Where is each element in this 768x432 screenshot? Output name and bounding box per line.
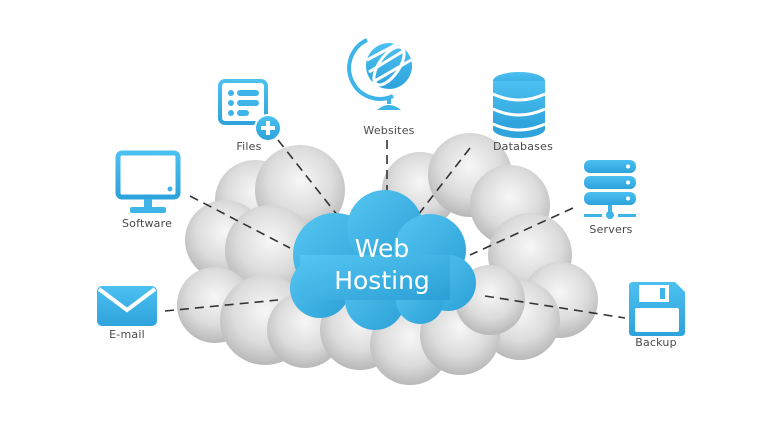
gray-cloud-cluster: [177, 133, 598, 385]
web-hosting-cloud: [290, 190, 476, 330]
connector-servers: [469, 207, 574, 256]
globe-icon[interactable]: [347, 38, 412, 110]
web-hosting-title: Web Hosting: [292, 233, 472, 297]
connector-backup: [484, 295, 626, 319]
node-label-websites: Websites: [363, 124, 415, 137]
connector-email: [164, 299, 279, 312]
node-label-servers: Servers: [589, 223, 633, 236]
connector-software: [189, 195, 291, 249]
node-label-email: E-mail: [109, 328, 145, 341]
node-label-files: Files: [236, 140, 262, 153]
floppy-disk-icon[interactable]: [629, 282, 685, 336]
node-label-backup: Backup: [635, 336, 677, 349]
connector-files: [277, 139, 339, 217]
center-line-1: Web: [354, 234, 410, 263]
envelope-icon[interactable]: [97, 286, 157, 326]
server-icon[interactable]: [584, 160, 636, 219]
files-icon[interactable]: [218, 79, 282, 142]
gray-cloud-bottom: [320, 265, 525, 385]
connectors: [164, 139, 626, 319]
node-label-databases: Databases: [492, 140, 554, 153]
monitor-icon[interactable]: [115, 150, 181, 213]
node-label-software: Software: [121, 217, 173, 230]
gray-cloud-left: [177, 145, 345, 368]
center-line-2: Hosting: [334, 266, 430, 295]
database-icon[interactable]: [492, 72, 546, 138]
